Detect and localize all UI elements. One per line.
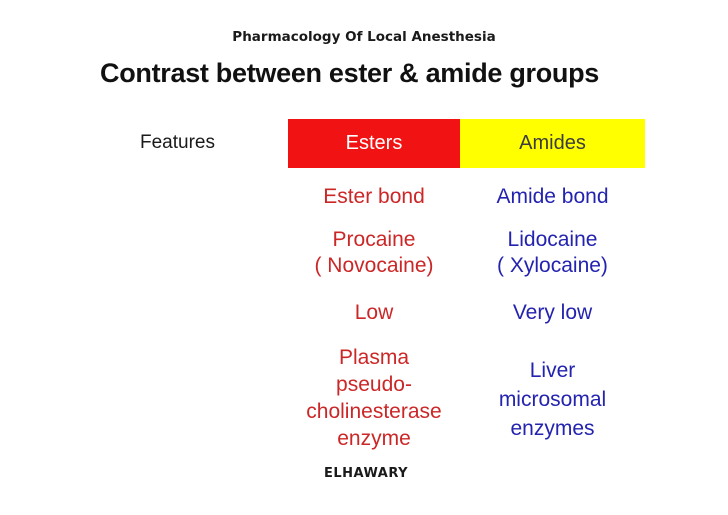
amides-column-header: Amides <box>460 119 645 168</box>
slide-footer: ELHAWARY <box>324 466 409 481</box>
cell-line: enzyme <box>337 427 411 450</box>
cell-line: Amide bond <box>496 185 609 208</box>
cell-line: Very low <box>512 301 593 324</box>
cell-line: Plasma <box>338 346 410 369</box>
cell-very-low: Very low <box>460 300 645 326</box>
esters-header-label: Esters <box>345 132 403 154</box>
amides-header-label: Amides <box>519 132 586 154</box>
features-column-label: Features <box>140 132 215 153</box>
slide-kicker: Pharmacology Of Local Anesthesia <box>232 29 496 45</box>
cell-line: Procaine <box>332 228 416 251</box>
cell-plasma-enzyme: Plasma pseudo- cholinesterase enzyme <box>288 344 460 452</box>
page-title: Contrast between ester & amide groups <box>100 58 600 88</box>
cell-line: Liver <box>529 359 576 382</box>
cell-line: ( Xylocaine) <box>497 254 608 277</box>
cell-amide-bond: Amide bond <box>460 184 645 210</box>
cell-line: pseudo- <box>336 373 412 396</box>
cell-line: Ester bond <box>323 185 425 208</box>
cell-low: Low <box>288 300 460 326</box>
cell-procaine: Procaine ( Novocaine) <box>288 227 460 279</box>
esters-column-header: Esters <box>288 119 460 168</box>
cell-line: cholinesterase <box>306 400 442 423</box>
cell-line: ( Novocaine) <box>314 254 434 277</box>
cell-liver-enzymes: Liver microsomal enzymes <box>460 356 645 443</box>
cell-lidocaine: Lidocaine ( Xylocaine) <box>460 227 645 279</box>
cell-line: enzymes <box>510 417 595 440</box>
cell-line: Lidocaine <box>507 228 598 251</box>
cell-line: Low <box>354 301 394 324</box>
cell-ester-bond: Ester bond <box>288 184 460 210</box>
cell-line: microsomal <box>498 388 607 411</box>
